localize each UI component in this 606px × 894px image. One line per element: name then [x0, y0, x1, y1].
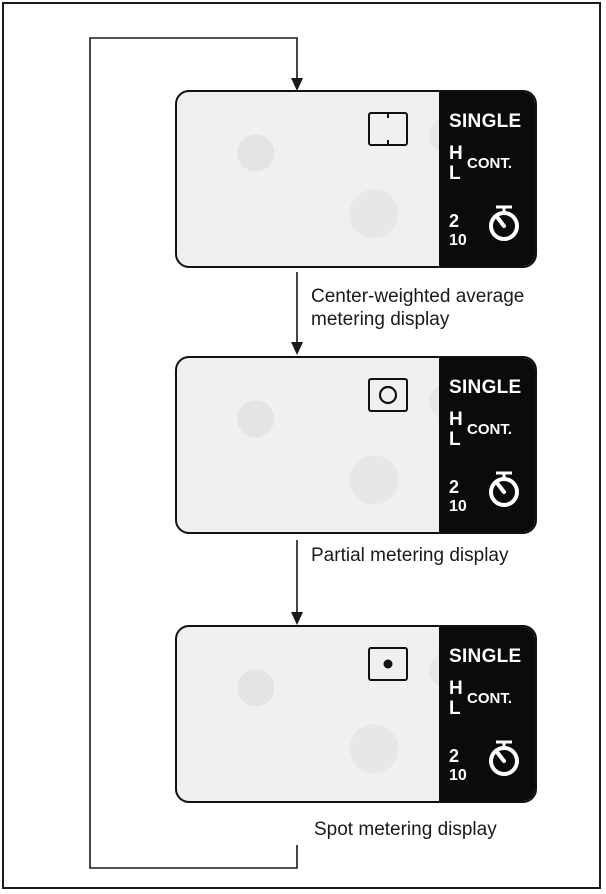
caption-line: Center-weighted average	[311, 286, 525, 307]
self-timer-icon	[489, 205, 519, 241]
timer-10-label: 10	[449, 498, 467, 515]
timer-10-label: 10	[449, 232, 467, 249]
partial-metering-icon	[368, 378, 408, 412]
cont-label: CONT.	[467, 690, 512, 707]
h-label: H	[449, 409, 463, 430]
cont-label: CONT.	[467, 155, 512, 172]
single-label: SINGLE	[449, 111, 522, 132]
arrowhead-2	[291, 342, 303, 355]
h-label: H	[449, 143, 463, 164]
timer-10-label: 10	[449, 767, 467, 784]
arrowhead-3	[291, 612, 303, 625]
l-label: L	[449, 163, 461, 184]
caption-line: metering display	[311, 309, 450, 330]
spot-metering-icon	[368, 647, 408, 681]
arrowhead-1	[291, 78, 303, 91]
single-label: SINGLE	[449, 377, 522, 398]
l-label: L	[449, 698, 461, 719]
caption-line: Partial metering display	[311, 545, 509, 566]
h-label: H	[449, 678, 463, 699]
caption-center-weighted: Center-weighted average metering display	[311, 285, 524, 331]
drive-mode-panel: SINGLE H L CONT. 2 10	[439, 627, 535, 801]
timer-2-label: 2	[449, 746, 460, 766]
self-timer-icon	[489, 740, 519, 776]
caption-spot: Spot metering display	[314, 818, 497, 841]
lcd-display-spot: SINGLE H L CONT. 2 10	[175, 625, 537, 803]
lcd-display-center-weighted: SINGLE H L CONT. 2 10	[175, 90, 537, 268]
caption-partial: Partial metering display	[311, 544, 508, 567]
l-label: L	[449, 429, 461, 450]
drive-mode-panel: SINGLE H L CONT. 2 10	[439, 358, 535, 532]
center-weighted-metering-icon	[368, 112, 408, 146]
caption-line: Spot metering display	[314, 819, 497, 840]
single-label: SINGLE	[449, 646, 522, 667]
timer-2-label: 2	[449, 477, 460, 497]
cont-label: CONT.	[467, 421, 512, 438]
timer-2-label: 2	[449, 211, 460, 231]
loop-back-line	[89, 37, 298, 869]
self-timer-icon	[489, 471, 519, 507]
lcd-display-partial: SINGLE H L CONT. 2 10	[175, 356, 537, 534]
drive-mode-panel: SINGLE H L CONT. 2 10	[439, 92, 535, 266]
